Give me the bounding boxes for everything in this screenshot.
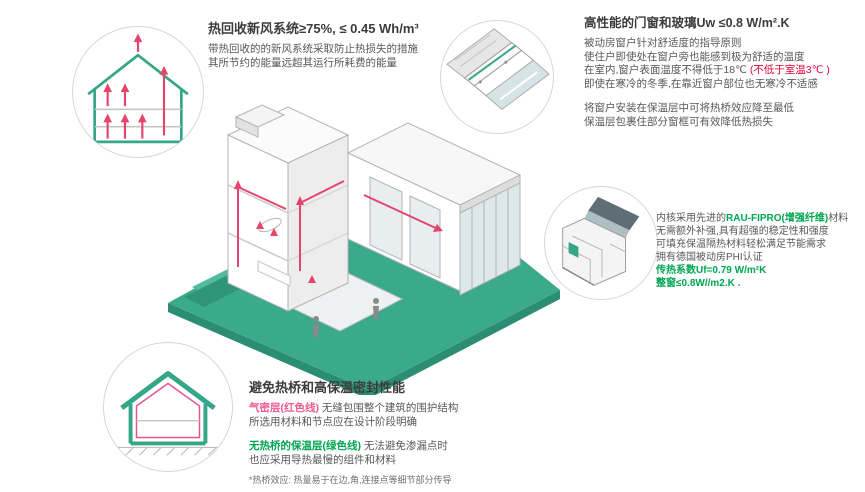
thermal-body-line: 也应采用导热最慢的组件和材料 <box>249 453 396 466</box>
thermal-title: 避免热桥和高保温密封性能 <box>249 380 406 395</box>
windows-body-line: 即使在寒冷的冬季,在靠近窗户部位也无寒冷不适感 <box>584 77 818 90</box>
profile-body-line: 拥有德国被动房PHI认证 <box>656 252 763 263</box>
windows-section: 高性能的门窗和玻璃Uw ≤0.8 W/m².K 被动房窗户针对舒适度的指导原则 … <box>584 12 862 129</box>
windows-body-line: 将窗户安装在保温层中可将热桥效应降至最低 <box>584 102 794 114</box>
ventilation-body-line: 其所节约的能量远超其运行所耗费的能量 <box>208 56 397 69</box>
windows-line3-text: 在室内,窗户表面温度不得低于18℃ <box>584 64 750 76</box>
window-frame-profile-icon <box>562 196 640 286</box>
thermal-body-line: 无热桥的保温层(绿色线) 无法避免渗漏点时 <box>249 440 609 454</box>
profile-window-u-value: 整窗≤0.8W//m2.K . <box>656 278 741 289</box>
ventilation-detail-circle <box>72 26 204 158</box>
windows-body-line: 保温层包裹住部分窗框可有效降低热损失 <box>584 115 773 128</box>
thermal-body-line: 气密层(红色线) 无缝包围整个建筑的围护结构 <box>249 402 609 416</box>
windows-title: 高性能的门窗和玻璃Uw ≤0.8 W/m².K <box>584 16 790 30</box>
insulation-layer-label: 无热桥的保温层(绿色线) <box>249 440 361 452</box>
windows-body-line: 被动房窗户针对舒适度的指导原则 <box>584 37 742 49</box>
profile-line1-text: 内核采用先进的 <box>656 213 726 224</box>
ventilation-ducts <box>237 180 441 271</box>
profile-section: 内核采用先进的RAU-FIPRO(增强纤维)材料 无需额外补强,具有超强的稳定性… <box>656 212 864 290</box>
isometric-house-illustration <box>140 75 580 395</box>
windows-line3-red-note: (不低于室温3℃ ) <box>749 64 830 76</box>
profile-body-line: 无需额外补强,具有超强的稳定性和强度 <box>656 226 829 237</box>
thermal-line1-text: 无缝包围整个建筑的围护结构 <box>319 402 459 414</box>
house-cutaway-svg <box>168 104 560 395</box>
profile-material-name: RAU-FIPRO(增强纤维) <box>726 213 829 224</box>
ventilation-body-line: 带热回收的的新风系统采取防止热损失的措施 <box>208 43 418 55</box>
windows-body-line: 在室内,窗户表面温度不得低于18℃ (不低于室温3℃ ) <box>584 64 862 78</box>
profile-detail-circle <box>544 186 658 300</box>
windows-body-line: 使住户即使处在窗户旁也能感到极为舒适的温度 <box>584 50 805 63</box>
window-detail-circle <box>440 20 554 134</box>
people-figures <box>313 298 379 337</box>
window-corner-detail-icon <box>446 28 550 111</box>
ventilation-cross-section-icon <box>87 33 189 144</box>
airtight-layer-label: 气密层(红色线) <box>249 402 319 414</box>
ventilation-section: 热回收新风系统≥75%, ≤ 0.45 Wh/m³ 带热回收的的新风系统采取防止… <box>208 18 508 70</box>
thermal-detail-circle <box>103 342 233 472</box>
profile-u-value: 传热系数Uf=0.79 W/m²K <box>656 265 767 276</box>
thermal-envelope-icon <box>111 371 225 456</box>
profile-body-line: 可填充保温隔热材料轻松满足节能需求 <box>656 239 826 250</box>
thermal-section: 避免热桥和高保温密封性能 气密层(红色线) 无缝包围整个建筑的围护结构 所选用材… <box>249 377 609 488</box>
thermal-body-line: 所选用材料和节点应在设计阶段明确 <box>249 415 417 428</box>
thermal-line3-text: 无法避免渗漏点时 <box>361 440 448 452</box>
profile-body-line: 内核采用先进的RAU-FIPRO(增强纤维)材料 <box>656 212 864 225</box>
ventilation-title: 热回收新风系统≥75%, ≤ 0.45 Wh/m³ <box>208 21 419 36</box>
profile-line1-text-end: 材料 <box>828 213 849 224</box>
thermal-bridge-footnote: *热桥效应: 热量易于在边,角,连接点等细节部分传导 <box>249 475 452 485</box>
